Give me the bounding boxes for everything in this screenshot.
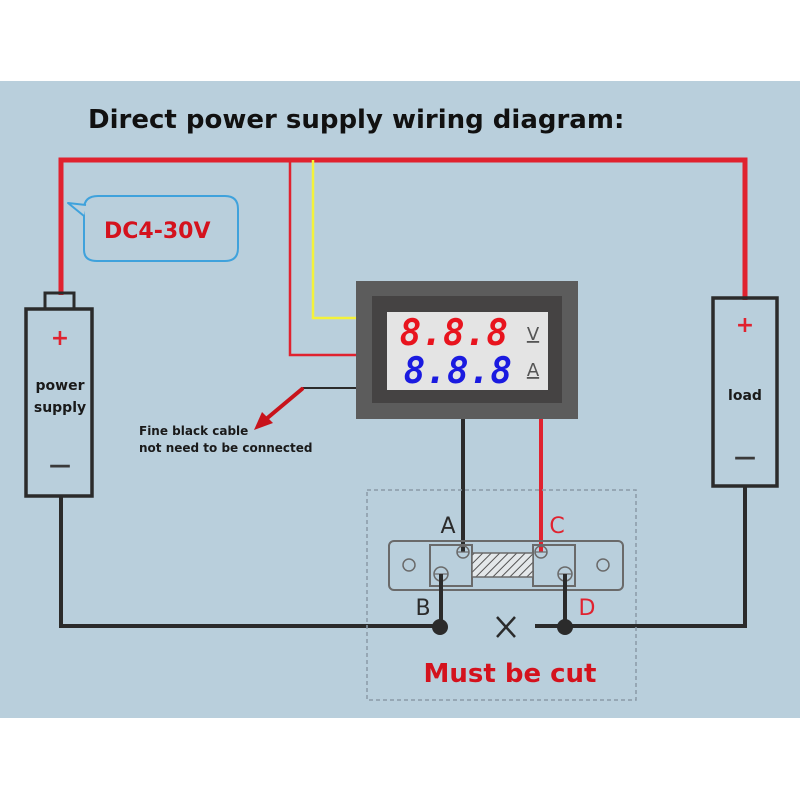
terminal-label-c: C	[549, 514, 564, 539]
load-minus: —	[734, 445, 756, 470]
arrow-icon	[254, 387, 304, 430]
terminal-label-a: A	[440, 514, 455, 539]
power-supply: + power supply —	[24, 291, 94, 498]
note-line-2: not need to be connected	[139, 441, 313, 455]
negative-wire-right	[535, 486, 747, 628]
must-be-cut-label: Must be cut	[424, 659, 597, 689]
voltage-display: 8.8.8	[400, 313, 508, 354]
power-supply-plus: +	[51, 326, 69, 351]
positive-main-wire	[58, 157, 748, 300]
power-supply-label-1: power	[36, 378, 85, 394]
power-supply-label-2: supply	[34, 400, 86, 416]
current-display: 8.8.8	[404, 351, 512, 392]
cut-x-icon	[496, 616, 516, 638]
voltage-unit: V	[527, 324, 540, 345]
screw-a-icon	[456, 545, 470, 559]
voltage-range-callout: DC4-30V	[67, 195, 239, 262]
junction-d	[557, 619, 573, 635]
load-label: load	[728, 388, 762, 404]
screw-c-icon	[534, 545, 548, 559]
power-supply-minus: —	[49, 453, 71, 478]
negative-wire-left	[59, 496, 447, 628]
current-shunt	[388, 540, 624, 591]
meter-yellow-sense-wire	[311, 160, 358, 320]
junction-b	[432, 619, 448, 635]
terminal-label-b: B	[415, 596, 430, 621]
current-unit: A	[527, 360, 540, 381]
voltage-range-text: DC4-30V	[104, 219, 211, 244]
note-line-1: Fine black cable	[139, 424, 248, 438]
voltmeter-ammeter: 8.8.8 V 8.8.8 A	[356, 281, 578, 419]
load: + load —	[711, 296, 779, 488]
meter-red-power-wire	[288, 160, 358, 357]
terminal-label-d: D	[579, 596, 596, 621]
diagram-title: Direct power supply wiring diagram:	[88, 105, 624, 135]
load-plus: +	[736, 313, 754, 338]
shunt-region	[366, 489, 637, 701]
